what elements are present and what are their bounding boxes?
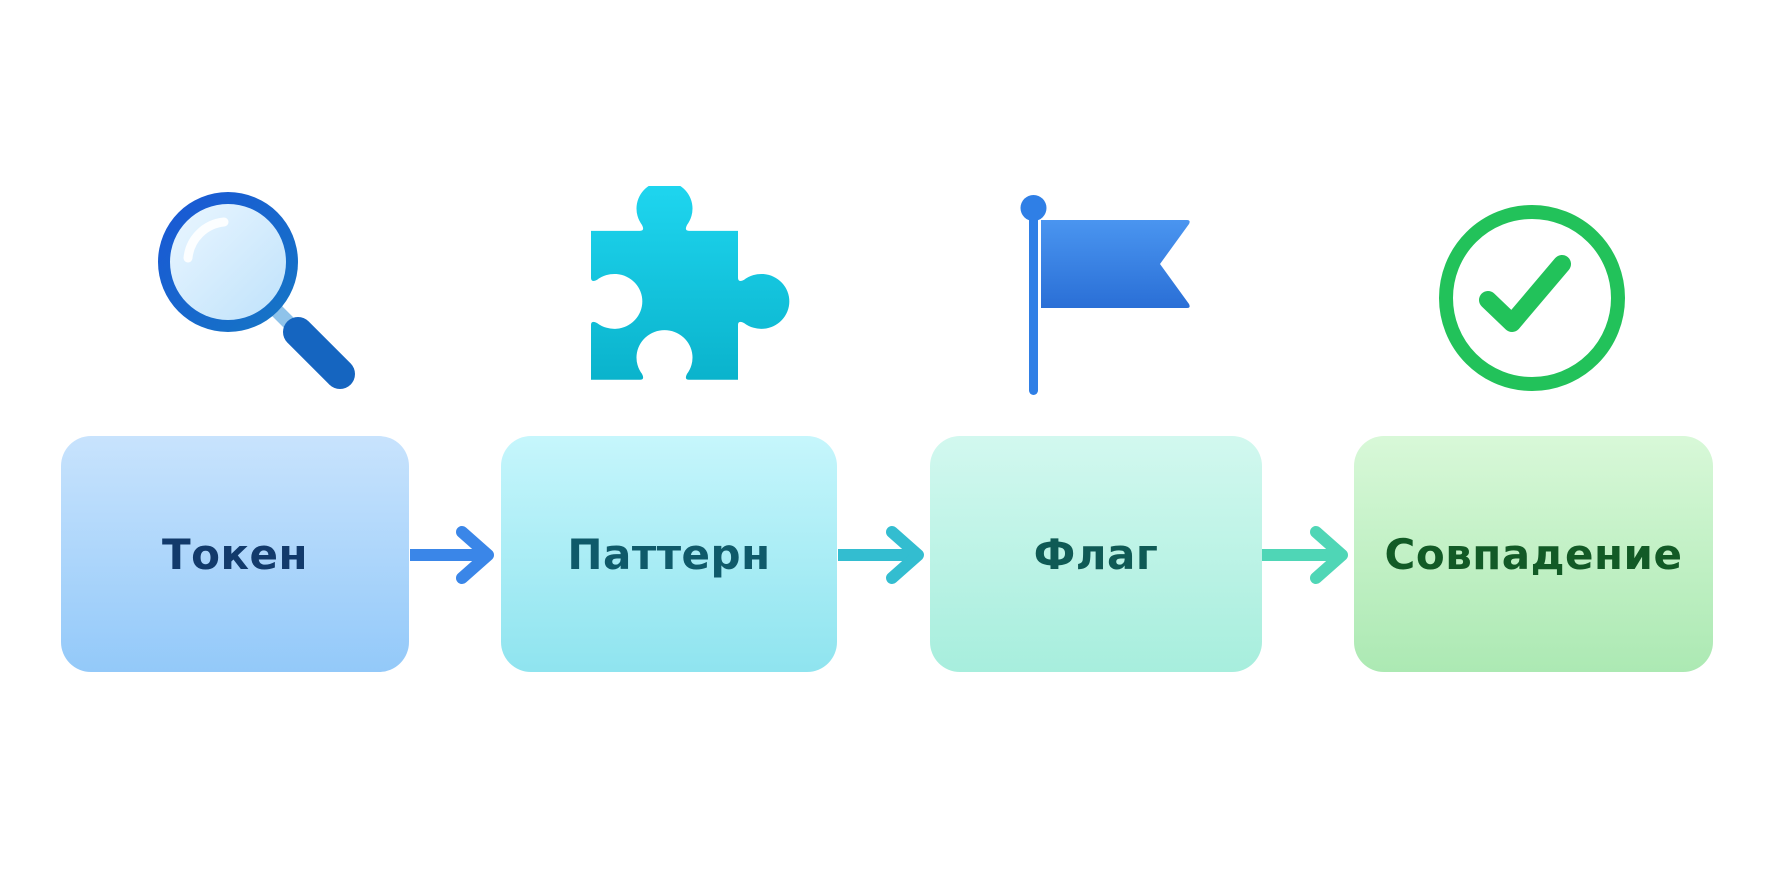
step-label-flag: Флаг xyxy=(1033,529,1159,579)
step-label-token: Токен xyxy=(161,529,308,579)
step-box-flag: Флаг xyxy=(930,436,1262,672)
step-label-match: Совпадение xyxy=(1384,529,1683,579)
step-box-match: Совпадение xyxy=(1354,436,1713,672)
puzzle-piece-icon xyxy=(591,186,790,380)
step-box-token: Токен xyxy=(61,436,409,672)
step-box-pattern: Паттерн xyxy=(501,436,837,672)
step-label-pattern: Паттерн xyxy=(567,529,771,579)
check-circle-icon xyxy=(1439,205,1625,391)
arrow-right-icon xyxy=(410,526,494,584)
flag-icon xyxy=(1020,195,1190,395)
arrow-right-icon xyxy=(1262,526,1348,584)
arrow-right-icon xyxy=(838,526,924,584)
magnifying-glass-icon xyxy=(158,192,355,389)
